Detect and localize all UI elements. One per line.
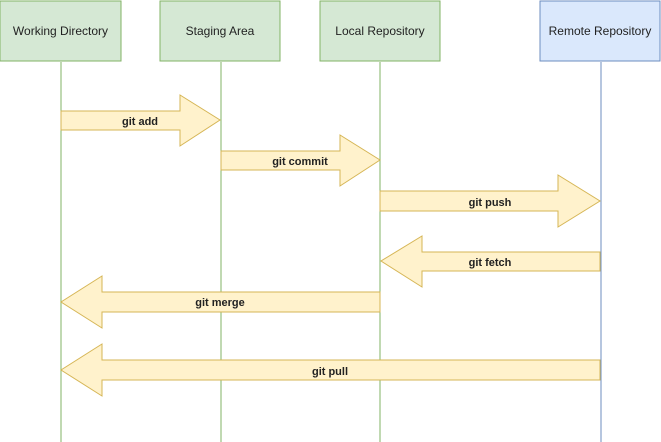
lifeline-header-local-repository: Local Repository: [319, 0, 441, 62]
arrow-git-push: git push: [379, 174, 601, 228]
arrow-git-fetch: git fetch: [380, 235, 601, 288]
lifeline-header-working-directory: Working Directory: [0, 0, 122, 62]
label-git-commit: git commit: [272, 156, 328, 168]
label-git-fetch: git fetch: [469, 257, 512, 269]
lifeline-label-remote-repository: Remote Repository: [549, 24, 652, 38]
arrow-git-add: git add: [60, 94, 221, 147]
label-git-merge: git merge: [195, 297, 245, 309]
arrow-git-merge: git merge: [60, 275, 381, 329]
arrow-git-commit: git commit: [220, 134, 381, 187]
label-git-pull: git pull: [312, 366, 348, 378]
lifeline-label-working-directory: Working Directory: [13, 24, 108, 38]
arrow-git-pull: git pull: [60, 343, 601, 397]
label-git-add: git add: [122, 116, 158, 128]
lifeline-label-local-repository: Local Repository: [335, 24, 424, 38]
lifeline-header-remote-repository: Remote Repository: [539, 0, 661, 62]
lifeline-label-staging-area: Staging Area: [186, 24, 255, 38]
label-git-push: git push: [469, 197, 512, 209]
lifeline-header-staging-area: Staging Area: [159, 0, 281, 62]
